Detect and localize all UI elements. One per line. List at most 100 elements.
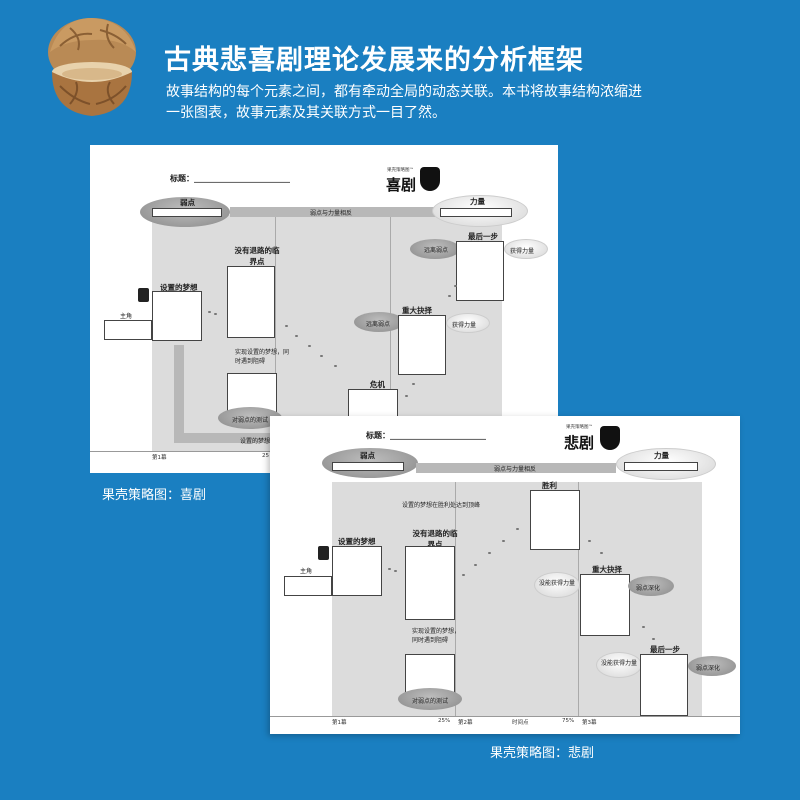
footprint-icon — [600, 552, 603, 554]
relation-arrow — [230, 207, 435, 217]
no-return-label: 没有退路的临界点 — [412, 529, 458, 549]
weakness-test-cloud — [398, 688, 462, 710]
pct-75-label: 75% — [562, 718, 575, 724]
act2-label: 第2幕 — [458, 720, 473, 726]
footprint-icon — [642, 626, 645, 628]
footprint-icon — [285, 325, 288, 327]
realize-dream-label: 实现设置的梦想，同时遇到阻碍 — [235, 349, 290, 365]
dream-return-arrow-vertical — [174, 345, 184, 441]
dream-vs-crisis-label: 设置的梦想与危机 — [240, 438, 289, 445]
comedy-caption: 果壳策略图：喜剧 — [102, 488, 207, 503]
deepen-cloud-1 — [628, 576, 674, 596]
protagonist-field[interactable] — [284, 576, 332, 596]
act3-label: 第3幕 — [582, 720, 597, 726]
victory-label: 胜利 — [542, 481, 557, 490]
gain-power-cloud-2 — [446, 313, 490, 333]
footprint-icon — [502, 540, 505, 542]
act-divider — [455, 482, 456, 716]
big-choice-box[interactable] — [398, 315, 446, 375]
no-power-cloud-1 — [534, 572, 580, 598]
weakness-test-label: 对弱点的测试 — [412, 698, 449, 705]
footprint-icon — [462, 574, 465, 576]
big-choice-label: 重大抉择 — [402, 306, 432, 315]
footprint-icon — [454, 285, 457, 287]
dream-box[interactable] — [332, 546, 382, 596]
relation-label: 弱点与力量相反 — [494, 466, 537, 473]
realize-dream-label: 实现设置的梦想，同时遇到阻碍 — [412, 628, 461, 644]
footprint-icon — [295, 335, 298, 337]
realize-dream-box[interactable] — [227, 373, 277, 413]
dream-label: 设置的梦想 — [160, 283, 198, 292]
last-step-label: 最后一步 — [468, 232, 498, 241]
footprint-icon — [214, 313, 217, 315]
weakness-field[interactable] — [152, 208, 222, 217]
far-weakness-label-2: 远离弱点 — [366, 321, 391, 328]
dream-label: 设置的梦想 — [338, 537, 376, 546]
protagonist-label: 主角 — [300, 568, 313, 575]
footprint-icon — [412, 383, 415, 385]
footprint-icon — [208, 311, 211, 313]
far-weakness-cloud-1 — [410, 239, 460, 259]
footprint-icon — [448, 295, 451, 297]
act1-label: 第1幕 — [152, 455, 167, 461]
footprint-icon — [320, 355, 323, 357]
footprint-icon — [334, 365, 337, 367]
footprint-icon — [588, 540, 591, 542]
far-weakness-label-1: 远离弱点 — [424, 247, 449, 254]
act-divider — [275, 215, 276, 451]
title-label: 标题：________________________ — [366, 431, 486, 440]
no-power-label-2: 没能获得力量 — [600, 660, 637, 667]
strength-field[interactable] — [624, 462, 698, 471]
strength-field[interactable] — [440, 208, 512, 217]
footprint-icon — [652, 638, 655, 640]
deepen-label-2: 弱点深化 — [696, 665, 721, 672]
act1-label: 第1幕 — [332, 720, 347, 726]
realize-dream-box[interactable] — [405, 654, 455, 694]
crisis-label: 危机 — [370, 380, 385, 389]
no-return-label: 没有退路的临界点 — [234, 246, 280, 266]
weakness-label: 弱点 — [360, 451, 375, 460]
weakness-field[interactable] — [332, 462, 404, 471]
brand-label: 果壳策略图™ — [387, 168, 414, 173]
last-step-label: 最后一步 — [650, 645, 680, 654]
protagonist-field[interactable] — [104, 320, 152, 340]
no-power-label-1: 没能获得力量 — [538, 580, 575, 587]
strength-label: 力量 — [654, 451, 669, 460]
dream-return-arrow — [174, 433, 348, 443]
pct-25-label: 25% — [438, 718, 451, 724]
protagonist-icon — [138, 288, 149, 302]
deepen-label-1: 弱点深化 — [636, 585, 661, 592]
strength-label: 力量 — [470, 197, 485, 206]
protagonist-icon — [318, 546, 329, 560]
far-weakness-cloud-2 — [354, 312, 404, 332]
weakness-test-label: 对弱点的测试 — [232, 417, 269, 424]
footprint-icon — [405, 395, 408, 397]
footprint-icon — [474, 564, 477, 566]
no-power-cloud-2 — [596, 652, 642, 678]
relation-arrow — [416, 463, 616, 473]
no-return-box[interactable] — [227, 266, 275, 338]
pct-25-label: 25 — [262, 453, 269, 459]
last-step-box[interactable] — [640, 654, 688, 716]
act-footer: 第1幕 25% 第2幕 时间点 75% 第3幕 — [270, 716, 740, 726]
weakness-label: 弱点 — [180, 198, 195, 207]
tragedy-strategy-map: 标题：________________________ 果壳策略图™ 悲剧 弱点… — [270, 416, 740, 734]
last-step-box[interactable] — [456, 241, 504, 301]
page-title: 古典悲喜剧理论发展来的分析框架 — [164, 45, 584, 76]
page-subtitle: 故事结构的每个元素之间，都有牵动全局的动态关联。本书将故事结构浓缩进一张图表，故… — [166, 84, 642, 121]
no-return-box[interactable] — [405, 546, 455, 620]
big-choice-box[interactable] — [580, 574, 630, 636]
gain-power-label-2: 获得力量 — [452, 322, 477, 329]
title-label: 标题：________________________ — [170, 174, 290, 183]
relation-label: 弱点与力量相反 — [310, 210, 353, 217]
victory-box[interactable] — [530, 490, 580, 550]
footprint-icon — [308, 345, 311, 347]
sheet-type-label: 悲剧 — [564, 434, 595, 452]
gain-power-cloud-1 — [504, 239, 548, 259]
walnut-illustration — [48, 18, 136, 116]
midpoint-label: 时间点 — [512, 720, 529, 726]
dream-victory-label: 设置的梦想在胜利处达到顶峰 — [402, 502, 481, 509]
dream-box[interactable] — [152, 291, 202, 341]
weakness-test-cloud — [218, 407, 282, 429]
brand-label: 果壳策略图™ — [566, 425, 593, 430]
